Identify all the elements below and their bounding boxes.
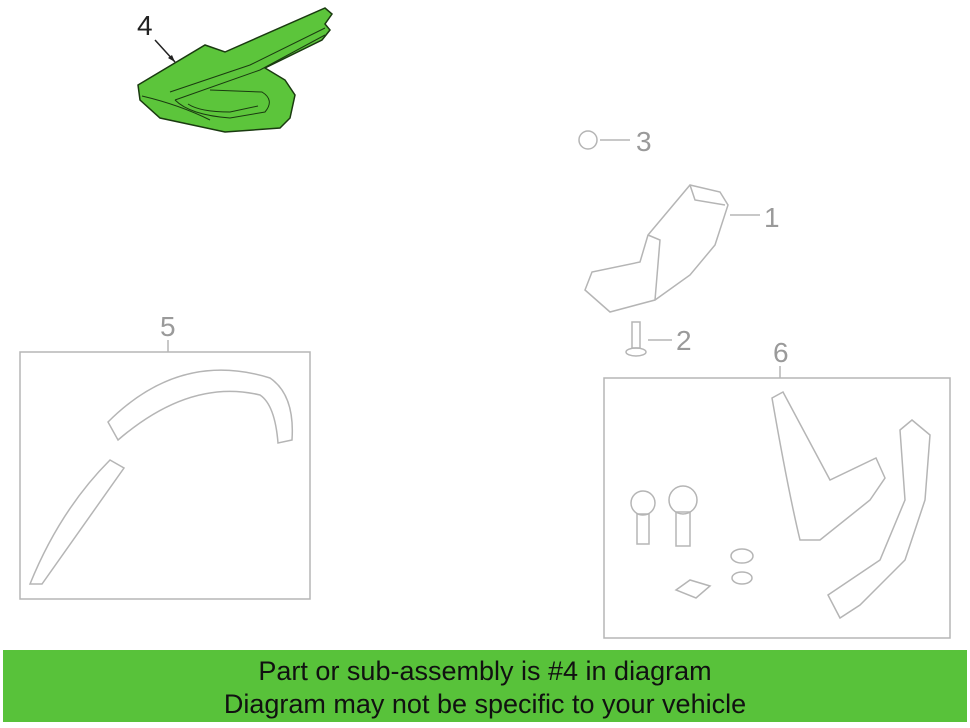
footer-banner: Part or sub-assembly is #4 in diagram Di… (3, 650, 967, 722)
callout-5: 5 (160, 311, 176, 342)
footer-line-1: Part or sub-assembly is #4 in diagram (258, 656, 712, 686)
footer-line-2: Diagram may not be specific to your vehi… (223, 689, 747, 719)
part-4-highlighted[interactable] (137, 7, 334, 133)
part-5-box[interactable] (19, 340, 311, 600)
callout-6: 6 (773, 337, 789, 368)
part-1-bracket[interactable] (584, 184, 760, 313)
part-2-screw[interactable] (625, 321, 672, 357)
part-6-mudflap-kit[interactable] (603, 366, 951, 639)
callout-4: 4 (137, 10, 153, 41)
parts-diagram: 4 3 1 2 5 6 (19, 7, 951, 639)
callout-3: 3 (636, 126, 652, 157)
callout-1: 1 (764, 202, 780, 233)
callout-2: 2 (676, 325, 692, 356)
part-3-clip[interactable] (578, 130, 630, 150)
